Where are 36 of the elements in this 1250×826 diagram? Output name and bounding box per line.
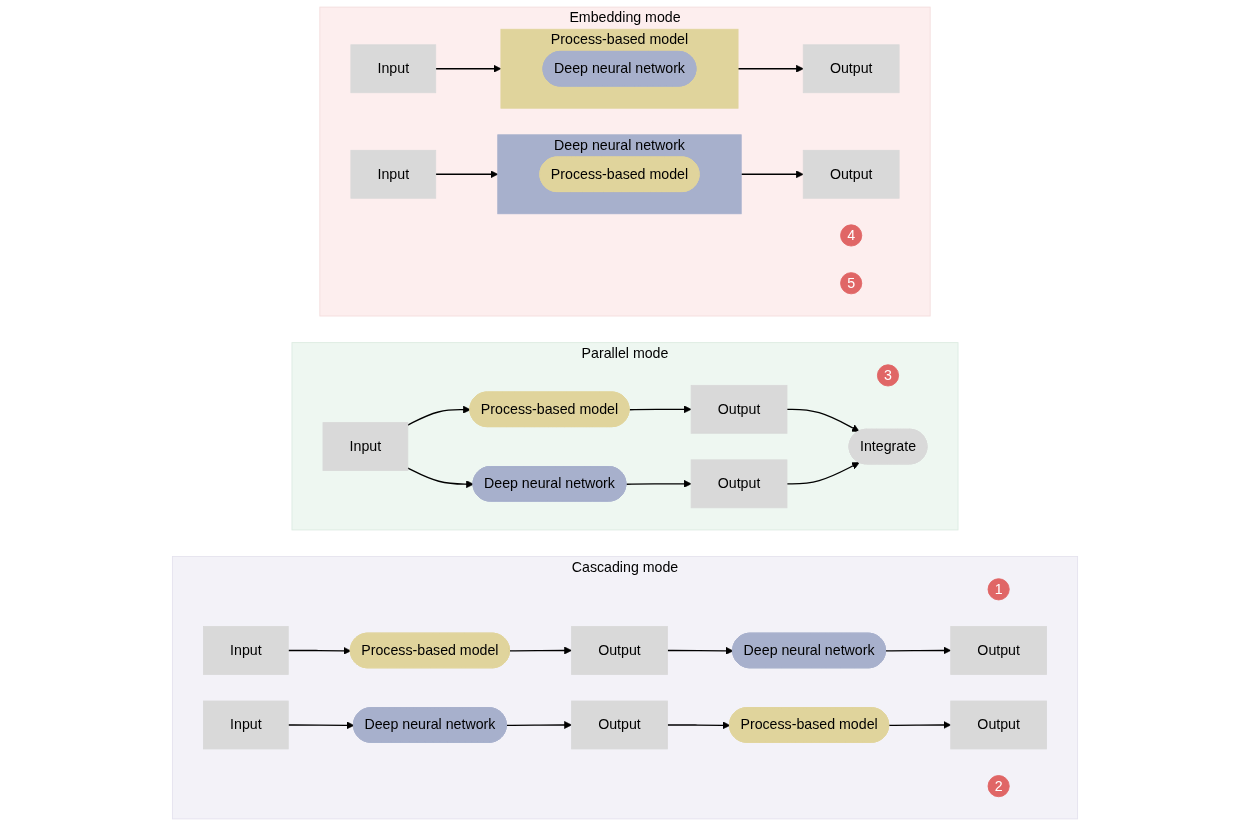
node-box: Output: [950, 700, 1047, 750]
arrow: [287, 721, 355, 730]
arrow: [666, 646, 734, 655]
arrow: [407, 405, 471, 426]
node-box: Output: [802, 44, 900, 94]
node-box: Input: [203, 626, 289, 675]
node-circle: 3: [876, 364, 900, 387]
node-circle: 4: [840, 224, 863, 247]
arrow: [737, 64, 804, 73]
node-box: Input: [322, 422, 409, 471]
node-box: Input: [350, 149, 437, 199]
arrow: [740, 170, 804, 179]
arrow: [888, 721, 952, 729]
node-circle: 2: [987, 775, 1010, 798]
node-box: Output: [690, 384, 788, 434]
node-box: Output: [950, 626, 1047, 675]
arrow: [435, 170, 499, 179]
node-circle: 5: [840, 272, 863, 295]
arrow: [287, 646, 352, 655]
arrow: [506, 721, 572, 729]
node-box: Input: [350, 44, 437, 94]
node-box: Output: [571, 700, 668, 750]
arrow: [628, 405, 692, 414]
node-box: Output: [802, 149, 900, 199]
node-circle: 1: [987, 578, 1010, 601]
node-box: Output: [690, 459, 788, 509]
arrow: [885, 646, 952, 655]
arrow: [786, 462, 860, 485]
arrow: [435, 64, 502, 73]
arrow: [786, 408, 860, 432]
arrow: [666, 721, 731, 730]
node-box: Output: [571, 626, 668, 675]
node-box: Input: [203, 700, 289, 750]
arrow: [625, 479, 692, 488]
arrow: [407, 467, 474, 489]
arrow: [509, 646, 572, 655]
